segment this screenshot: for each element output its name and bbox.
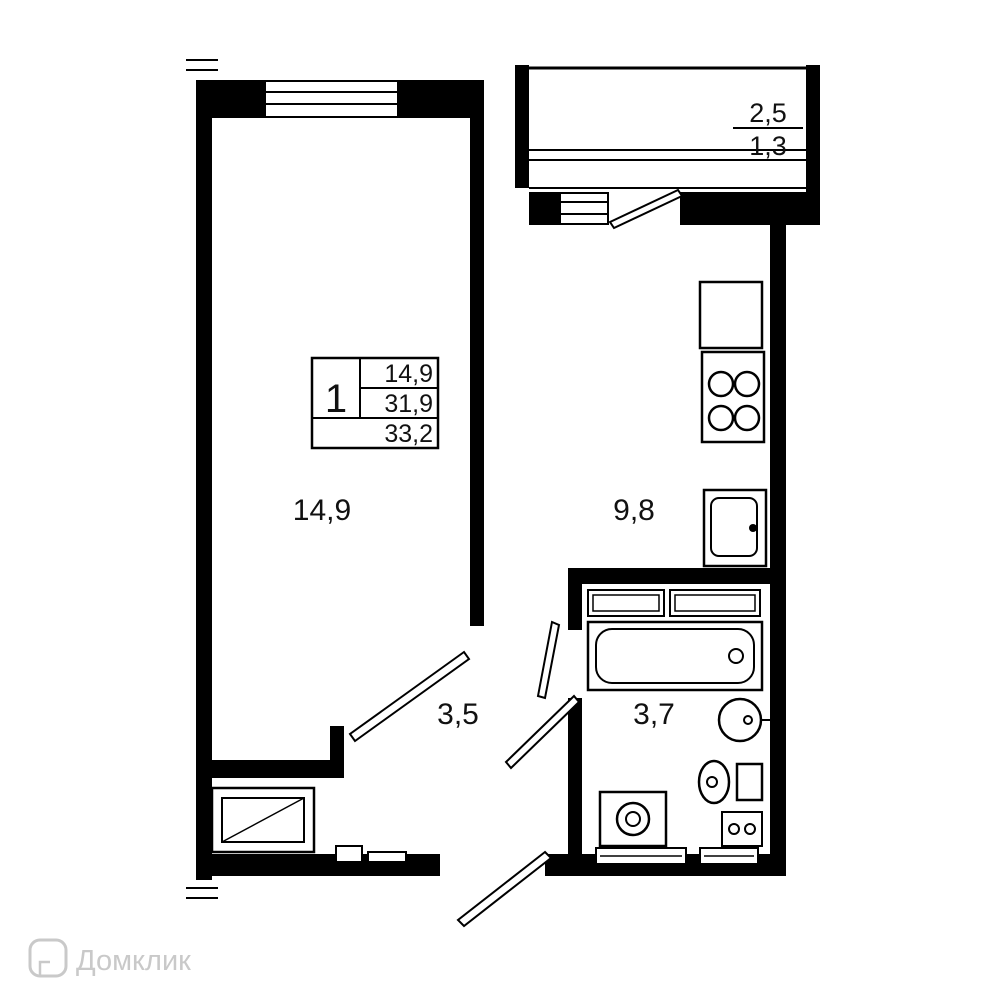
watermark: Домклик bbox=[28, 938, 191, 978]
utility-panel-icon bbox=[721, 811, 763, 847]
washbasin-icon bbox=[717, 697, 770, 743]
kitchen-sink-icon bbox=[702, 488, 768, 568]
interior-wall-room-kitchen bbox=[470, 80, 484, 626]
balcony bbox=[529, 66, 806, 189]
room-top-window bbox=[264, 80, 399, 118]
label-balcony-reduced: 1,3 bbox=[749, 131, 787, 161]
hallway-wall-stub bbox=[330, 726, 344, 778]
balcony-left-wall bbox=[515, 65, 529, 188]
info-box-value-2: 31,9 bbox=[384, 390, 433, 418]
vent-shaft-icon bbox=[698, 280, 764, 350]
small-window-1 bbox=[335, 845, 363, 863]
window-bay-inner bbox=[221, 797, 305, 843]
small-window-2 bbox=[367, 851, 407, 863]
bathroom-cabinet-2 bbox=[669, 589, 761, 617]
balcony-right-wall bbox=[806, 65, 820, 225]
domclick-house-icon bbox=[28, 938, 68, 978]
hallway-door-leaf bbox=[536, 620, 561, 700]
balcony-door-leaf bbox=[608, 188, 684, 230]
label-balcony-total: 2,5 bbox=[749, 98, 787, 128]
kitchen-top-wall-seg2 bbox=[680, 192, 786, 225]
bathroom-left-wall-upper bbox=[568, 568, 582, 630]
toilet-icon bbox=[697, 759, 764, 805]
info-box-value-1: 14,9 bbox=[384, 360, 433, 388]
info-box-value-3: 33,2 bbox=[384, 420, 433, 448]
bathroom-door-leaf bbox=[504, 694, 581, 770]
stove-icon bbox=[700, 350, 766, 444]
bathroom-top-wall bbox=[568, 568, 786, 584]
bathtub-icon bbox=[586, 620, 764, 692]
label-kitchen-area: 9,8 bbox=[613, 494, 655, 527]
info-box-frame bbox=[310, 356, 440, 450]
bathroom-left-wall-lower bbox=[568, 698, 582, 856]
kitchen-top-wall-seg1 bbox=[529, 192, 560, 225]
info-box: 1 14,9 31,9 33,2 bbox=[310, 356, 440, 450]
top-wall-pier-right bbox=[398, 80, 484, 118]
window-bay-diagonal bbox=[221, 797, 305, 843]
label-bathroom-area: 3,7 bbox=[633, 698, 675, 731]
washing-machine-icon bbox=[598, 790, 668, 848]
bathroom-cabinet-1 bbox=[587, 589, 665, 617]
watermark-brand: Домклик bbox=[76, 945, 191, 977]
top-wall-pier-left bbox=[196, 80, 265, 118]
right-wall bbox=[770, 192, 786, 876]
info-box-rooms: 1 bbox=[325, 377, 347, 421]
room-bottom-wall bbox=[196, 760, 344, 778]
room-labels: 14,9 9,8 3,5 3,7 2,5 1,3 bbox=[293, 98, 787, 731]
walls bbox=[196, 65, 820, 880]
entrance-door-leaf bbox=[456, 850, 553, 928]
left-wall bbox=[196, 80, 212, 880]
kitchen-top-window bbox=[559, 192, 609, 225]
bottom-wall-left bbox=[196, 854, 336, 876]
windows bbox=[210, 786, 759, 865]
bathroom-fixtures bbox=[586, 589, 770, 848]
room-door-leaf bbox=[348, 650, 471, 743]
kitchen-fixtures bbox=[698, 280, 768, 568]
door-leaves bbox=[348, 188, 684, 928]
label-hallway-area: 3,5 bbox=[437, 698, 479, 731]
label-room-area: 14,9 bbox=[293, 494, 351, 527]
wall-break-marks bbox=[186, 59, 218, 899]
